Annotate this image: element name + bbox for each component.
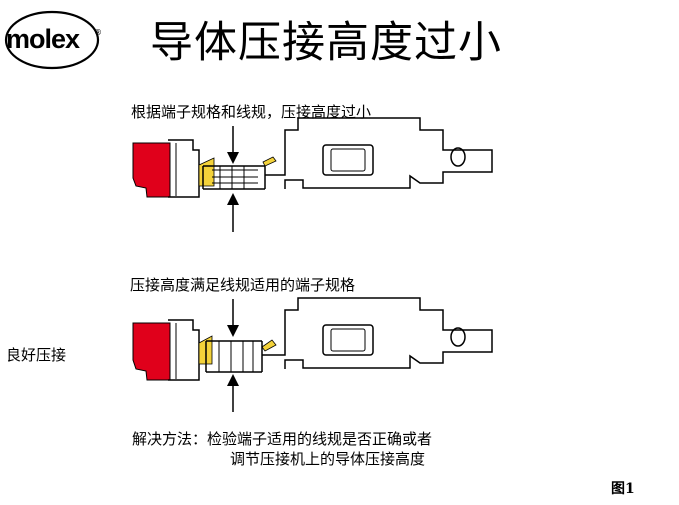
solution-line-1: 解决方法：检验端子适用的线规是否正确或者 <box>132 430 433 448</box>
terminal-body-top <box>265 117 493 189</box>
good-crimp-label: 良好压接 <box>6 346 67 364</box>
terminal-bottom-diagram <box>132 297 493 412</box>
bottom-diagram-caption: 压接高度满足线规适用的端子规格 <box>130 276 356 294</box>
conductor-crimp-bottom <box>205 340 263 373</box>
terminal-top-diagram <box>132 117 493 232</box>
terminal-body-bottom <box>262 297 493 369</box>
registered-mark: ® <box>94 28 102 37</box>
top-diagram-caption: 根据端子规格和线规，压接高度过小 <box>131 103 372 121</box>
insulation-bottom <box>132 322 171 381</box>
logo-text: molex <box>6 24 80 54</box>
figure-label: 图1 <box>611 481 635 497</box>
solution-line-2: 调节压接机上的导体压接高度 <box>230 450 426 468</box>
conductor-crimp-top <box>202 165 266 190</box>
molex-logo <box>2 8 102 72</box>
page-title: 导体压接高度过小 <box>150 18 502 68</box>
insulation-crimp-bottom <box>168 319 200 381</box>
insulation-top <box>132 142 171 198</box>
insulation-crimp-top <box>168 139 200 198</box>
strands-top <box>198 157 215 187</box>
